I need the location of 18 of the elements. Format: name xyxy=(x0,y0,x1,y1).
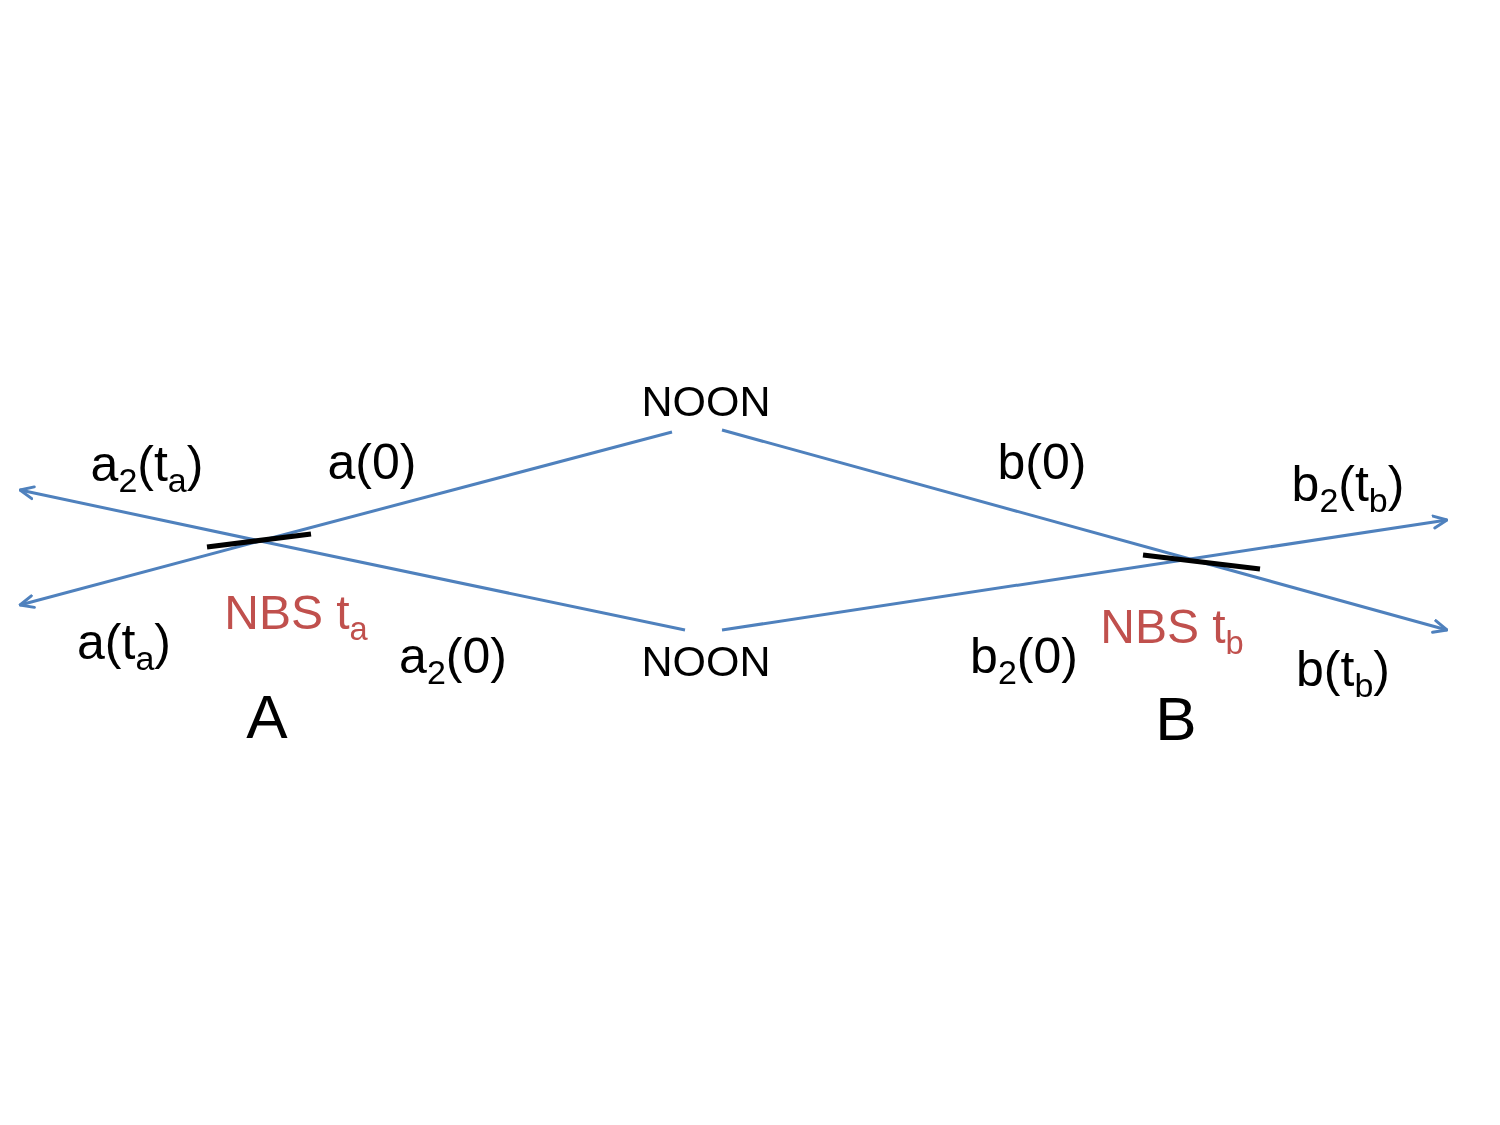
edge-label: a$_{2}$(t$_{a}$) xyxy=(90,436,204,494)
edge-label: b$_{2}$(0) xyxy=(970,628,1078,686)
edge-label: b(t$_{b}$) xyxy=(1296,641,1390,699)
edge-label: a(t$_{a}$) xyxy=(77,614,171,672)
splitter-label: NBS t$_{a}$ xyxy=(224,585,368,641)
station-label: B xyxy=(1155,683,1197,755)
source-label: NOON xyxy=(641,637,771,687)
station-label: A xyxy=(246,681,288,753)
beam-arrow xyxy=(1189,514,1449,561)
edge-label: b(0) xyxy=(997,434,1087,492)
edge-label: a(0) xyxy=(327,434,417,492)
source-label: NOON xyxy=(641,377,771,427)
edge-label: b$_{2}$(t$_{b}$) xyxy=(1291,456,1405,514)
beam-splitter xyxy=(206,531,312,550)
beam-splitter xyxy=(1142,552,1261,572)
edge-label: a$_{2}$(0) xyxy=(399,628,507,686)
splitter-label: NBS t$_{b}$ xyxy=(1100,599,1244,655)
beam-line xyxy=(721,428,1191,561)
